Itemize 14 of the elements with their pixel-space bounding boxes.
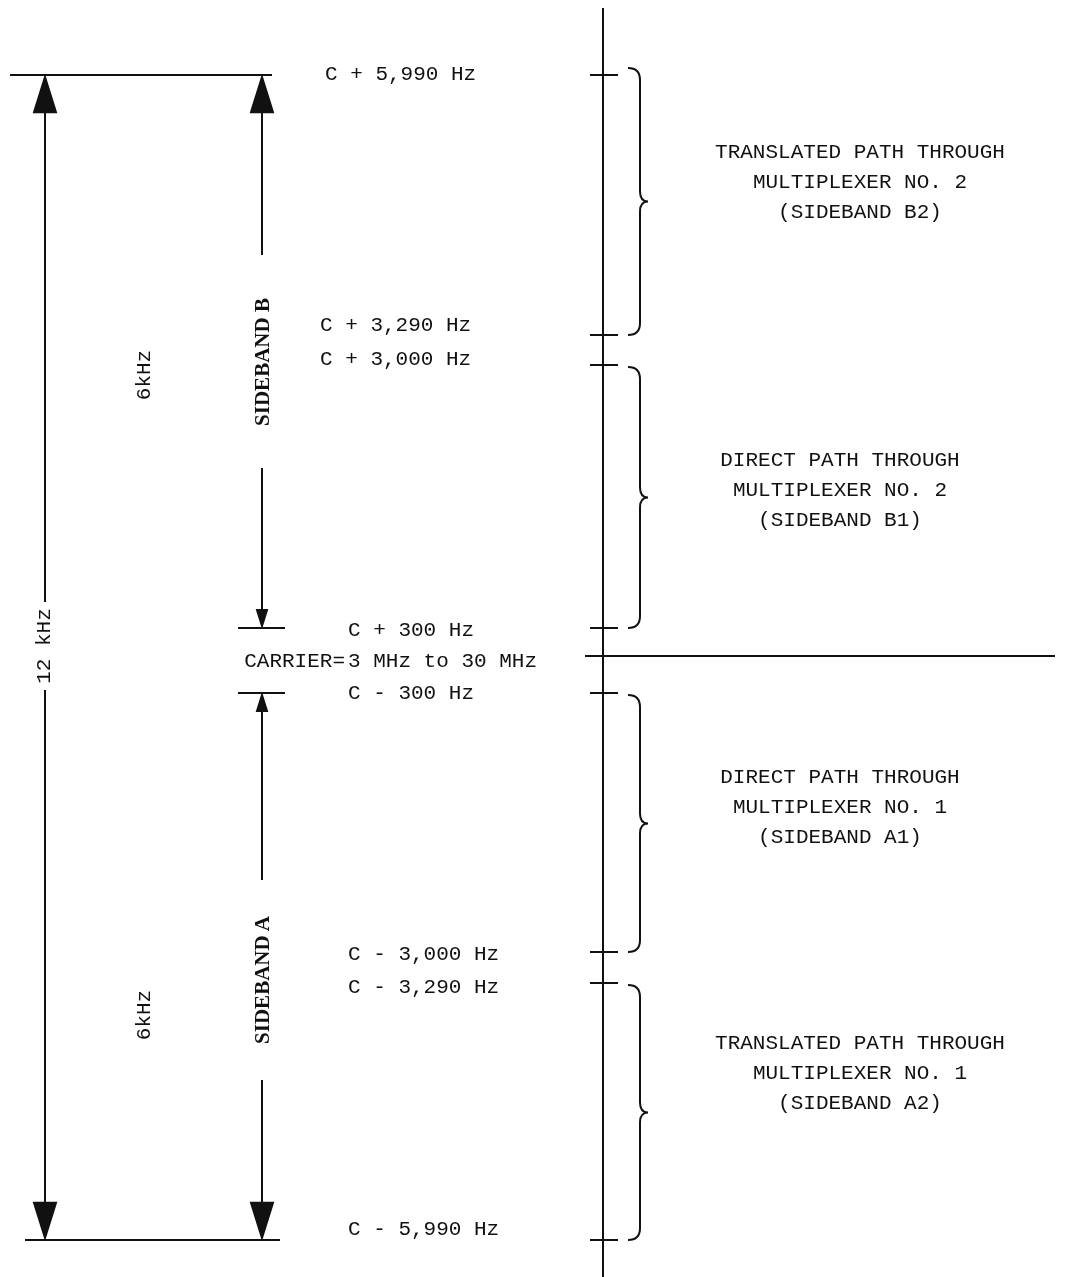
frequency-label: C + 3,000 Hz: [320, 347, 472, 373]
frequency-label: C - 3,290 Hz: [348, 975, 500, 1001]
frequency-label: C - 300 Hz: [348, 681, 475, 707]
path-description: DIRECT PATH THROUGH MULTIPLEXER NO. 2 (SIDEBAND B1): [719, 448, 961, 534]
frequency-label: C + 5,990 Hz: [325, 62, 477, 88]
frequency-label: 3 MHz to 30 MHz: [348, 649, 538, 675]
frequency-label: C + 300 Hz: [348, 618, 475, 644]
path-description: TRANSLATED PATH THROUGH MULTIPLEXER NO. 1 (SIDEBAND A2): [714, 1031, 1006, 1117]
frequency-label: C + 3,290 Hz: [320, 313, 472, 339]
frequency-label: C - 5,990 Hz: [348, 1217, 500, 1243]
carrier-label: CARRIER=: [244, 649, 345, 675]
frequency-label: C - 3,000 Hz: [348, 942, 500, 968]
path-description: DIRECT PATH THROUGH MULTIPLEXER NO. 1 (SIDEBAND A1): [719, 765, 961, 851]
path-description: TRANSLATED PATH THROUGH MULTIPLEXER NO. 2 (SIDEBAND B2): [714, 140, 1006, 226]
